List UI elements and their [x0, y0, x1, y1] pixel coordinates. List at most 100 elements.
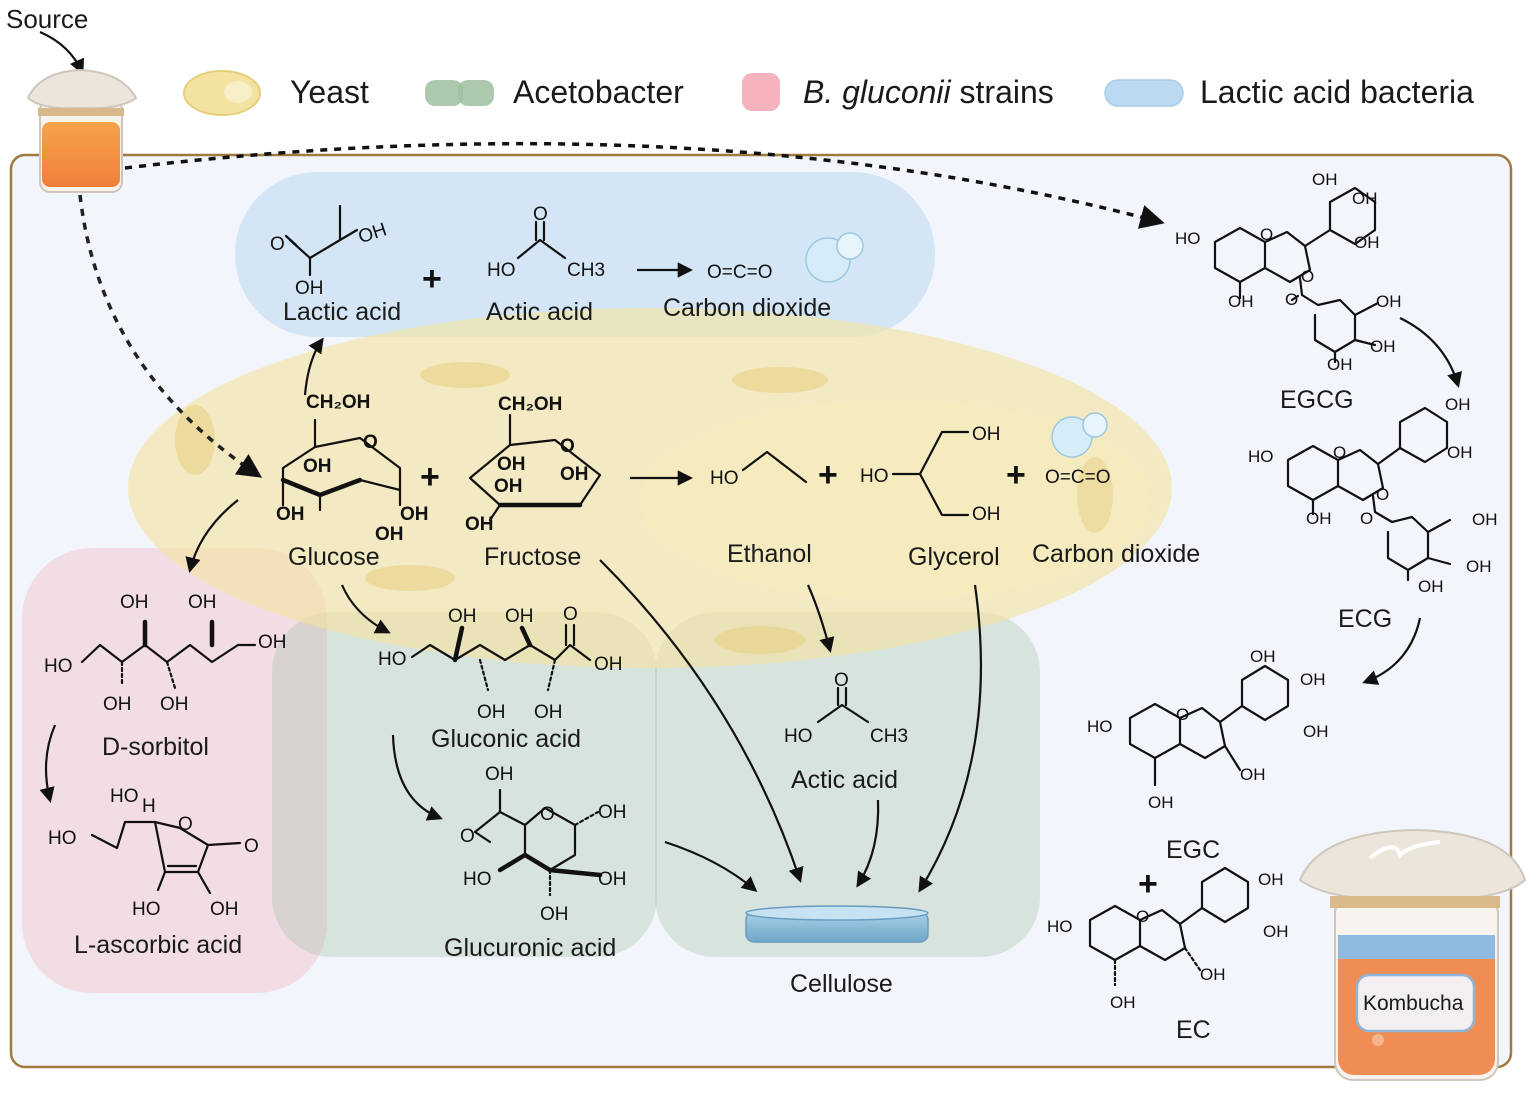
- ec-label: EC: [1176, 1016, 1211, 1044]
- svg-text:O: O: [244, 836, 259, 857]
- svg-text:OH: OH: [375, 524, 404, 545]
- co2-formula-lab: O=C=O: [707, 262, 772, 283]
- svg-text:OH: OH: [1472, 510, 1498, 529]
- svg-text:OH: OH: [1354, 233, 1380, 252]
- svg-text:O: O: [1260, 225, 1273, 244]
- gluconii-legend-icon: [742, 73, 780, 111]
- svg-text:OH: OH: [1447, 443, 1473, 462]
- source-jar-icon: [26, 68, 138, 193]
- legend-gluconii-label: B. gluconii strains: [803, 74, 1054, 110]
- svg-text:OH: OH: [1352, 189, 1378, 208]
- d-sorbitol-label: D-sorbitol: [102, 733, 209, 761]
- svg-text:O: O: [178, 814, 193, 835]
- co2-label-yeast: Carbon dioxide: [1032, 540, 1200, 568]
- egcg-structure: HO O OH OH OH OH O O OH OH OH: [1175, 170, 1402, 374]
- legend-acetobacter-label: Acetobacter: [513, 74, 684, 110]
- svg-text:HO: HO: [487, 260, 516, 281]
- legend-lab-label: Lactic acid bacteria: [1200, 74, 1474, 110]
- svg-text:OH: OH: [485, 764, 514, 785]
- svg-text:OH: OH: [1306, 509, 1332, 528]
- svg-text:+: +: [422, 260, 442, 298]
- ecg-label: ECG: [1338, 605, 1392, 633]
- svg-text:O: O: [533, 204, 548, 225]
- svg-text:O: O: [363, 432, 378, 453]
- svg-text:HO: HO: [1248, 447, 1274, 466]
- svg-text:OH: OH: [598, 802, 627, 823]
- mitochondrion-icon: [732, 367, 828, 393]
- svg-text:H: H: [142, 796, 156, 817]
- cellulose-label: Cellulose: [790, 970, 893, 998]
- l-ascorbic-acid-label: L-ascorbic acid: [74, 931, 242, 959]
- co2-label-lab: Carbon dioxide: [663, 294, 831, 322]
- ethanol-structure: HO: [710, 450, 808, 489]
- svg-text:HO: HO: [110, 786, 139, 807]
- svg-text:OH: OH: [303, 456, 332, 477]
- svg-text:OH: OH: [1250, 647, 1276, 666]
- mitochondrion-icon: [1077, 457, 1113, 533]
- actic-acid-structure-lab: O HO CH3: [487, 204, 605, 281]
- svg-text:HO: HO: [463, 869, 492, 890]
- svg-text:OH: OH: [258, 632, 287, 653]
- dashed-arrow-to-glucose: [78, 194, 263, 478]
- svg-text:OH: OH: [210, 899, 239, 920]
- svg-text:OH: OH: [276, 504, 305, 525]
- svg-text:O: O: [270, 234, 285, 255]
- gluconic-acid-structure: OH OH O HO OH OH OH: [378, 604, 623, 723]
- svg-text:O: O: [563, 604, 578, 625]
- svg-text:HO: HO: [44, 656, 73, 677]
- svg-text:OH: OH: [598, 869, 627, 890]
- svg-text:CH₂OH: CH₂OH: [306, 392, 370, 413]
- svg-text:O: O: [1333, 443, 1346, 462]
- svg-text:OH: OH: [1148, 793, 1174, 812]
- svg-text:OH: OH: [560, 464, 589, 485]
- fructose-label: Fructose: [484, 543, 581, 571]
- svg-text:OH: OH: [1110, 993, 1136, 1012]
- l-ascorbic-acid-structure: HO HO H O O HO OH: [48, 786, 259, 920]
- svg-text:CH3: CH3: [567, 260, 605, 281]
- svg-text:OH: OH: [1445, 395, 1471, 414]
- svg-text:O: O: [1301, 267, 1314, 286]
- gluconic-acid-label: Gluconic acid: [431, 725, 581, 753]
- svg-text:OH: OH: [1327, 355, 1353, 374]
- glucuronic-acid-structure: OH O O OH HO OH OH: [460, 764, 627, 925]
- glycerol-structure: HO OH OH: [860, 424, 1001, 525]
- lab-zone: [235, 172, 935, 337]
- svg-text:OH: OH: [160, 694, 189, 715]
- svg-text:HO: HO: [132, 899, 161, 920]
- svg-text:HO: HO: [710, 468, 739, 489]
- lab-legend-icon: [1104, 79, 1184, 107]
- actic-acid-label-lab: Actic acid: [486, 298, 593, 326]
- svg-text:O: O: [1136, 907, 1149, 926]
- svg-text:O: O: [1285, 290, 1298, 309]
- ec-structure: HO O OH OH OH OH: [1047, 866, 1289, 1012]
- svg-text:O: O: [1176, 705, 1189, 724]
- svg-text:OH: OH: [400, 504, 429, 525]
- svg-text:HO: HO: [1047, 917, 1073, 936]
- svg-text:OH: OH: [103, 694, 132, 715]
- svg-text:OH: OH: [1200, 965, 1226, 984]
- svg-text:CH₂OH: CH₂OH: [498, 394, 562, 415]
- bubble-icon: [1051, 412, 1108, 458]
- acetobacter-legend-icon: [425, 80, 494, 106]
- svg-text:OH: OH: [120, 592, 149, 613]
- mitochondrion-icon: [420, 362, 510, 388]
- svg-text:OH: OH: [295, 278, 324, 299]
- egcg-label: EGCG: [1280, 386, 1354, 414]
- svg-text:HO: HO: [784, 726, 813, 747]
- glucose-structure: CH₂OH O OH OH OH OH: [276, 392, 429, 545]
- actic-acid-label-aceto: Actic acid: [791, 766, 898, 794]
- svg-text:OH: OH: [1240, 765, 1266, 784]
- fructose-structure: CH₂OH O OH OH OH OH: [465, 394, 602, 535]
- svg-text:OH: OH: [1376, 292, 1402, 311]
- mitochondrion-icon: [715, 626, 805, 654]
- svg-text:O: O: [460, 826, 475, 847]
- svg-text:OH: OH: [972, 504, 1001, 525]
- svg-text:O: O: [540, 804, 555, 825]
- svg-text:OH: OH: [594, 654, 623, 675]
- svg-text:OH: OH: [1466, 557, 1492, 576]
- svg-text:OH: OH: [540, 904, 569, 925]
- svg-text:OH: OH: [1258, 870, 1284, 889]
- egc-structure: HO O OH OH OH OH OH: [1087, 647, 1329, 812]
- svg-text:O: O: [560, 436, 575, 457]
